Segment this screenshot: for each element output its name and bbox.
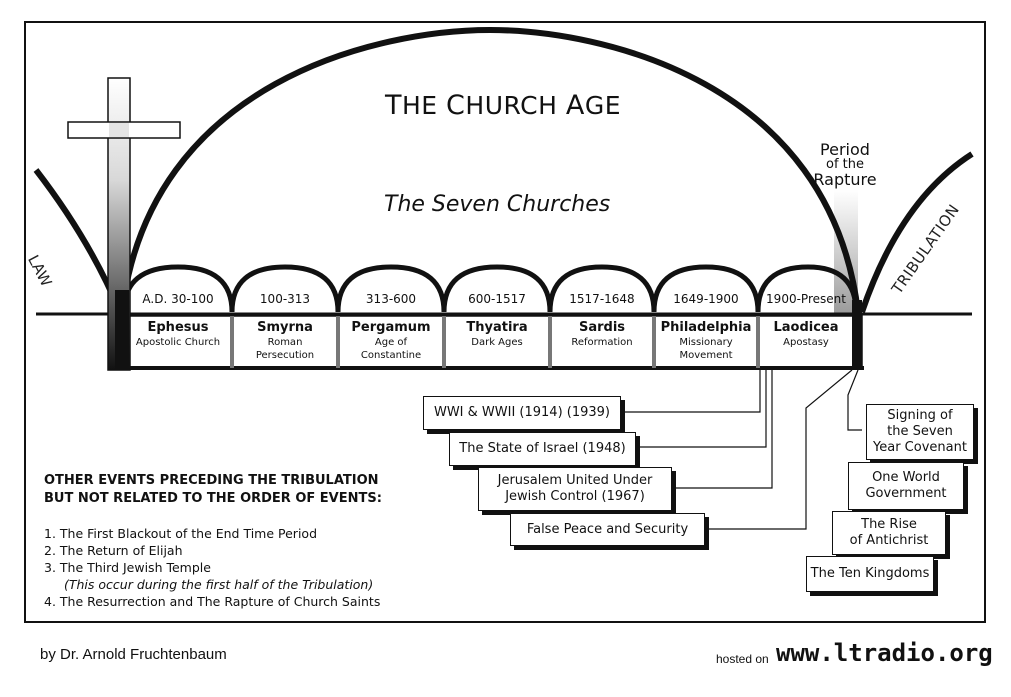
church-date: 313-600 bbox=[365, 292, 417, 306]
arch-7 bbox=[755, 264, 859, 313]
church-date: 1649-1900 bbox=[673, 292, 739, 306]
page-title: THE CHURCH AGE bbox=[385, 90, 621, 121]
list-item: 4. The Resurrection and The Rapture of C… bbox=[44, 594, 381, 609]
event-box-false-peace: False Peace and Security bbox=[510, 513, 705, 546]
church-date: 600-1517 bbox=[468, 292, 526, 306]
rapture-label: Period of the Rapture bbox=[813, 140, 877, 189]
event-box-ten-kingdoms: The Ten Kingdoms bbox=[806, 556, 934, 592]
list-item: 3. The Third Jewish Temple bbox=[44, 560, 211, 575]
cross-icon bbox=[67, 77, 181, 371]
arch-4 bbox=[441, 264, 553, 313]
event-box-state-of-israel: The State of Israel (1948) bbox=[449, 432, 636, 466]
church-age-arc bbox=[119, 26, 861, 313]
subtitle: The Seven Churches bbox=[384, 192, 611, 217]
arch-5 bbox=[547, 264, 657, 313]
church-band bbox=[119, 315, 863, 369]
church-date: 1900-Present bbox=[766, 292, 846, 306]
diagram-frame bbox=[24, 21, 986, 623]
hosted-label: hosted on bbox=[716, 652, 769, 666]
tribulation-arc bbox=[859, 151, 974, 313]
list-item-note: (This occur during the first half of the… bbox=[64, 577, 374, 592]
website-url: www.ltradio.org bbox=[776, 639, 993, 667]
church-band-shadow bbox=[120, 366, 864, 370]
church-date: A.D. 30-100 bbox=[142, 292, 214, 306]
event-box-world-wars: WWI & WWII (1914) (1939) bbox=[423, 396, 621, 430]
other-events-list: 1. The First Blackout of the End Time Pe… bbox=[44, 525, 380, 610]
church-date: 1517-1648 bbox=[569, 292, 635, 306]
author-credit: by Dr. Arnold Fruchtenbaum bbox=[40, 646, 227, 663]
arch-2 bbox=[229, 264, 341, 313]
arch-3 bbox=[335, 264, 447, 313]
church-date: 100-313 bbox=[259, 292, 311, 306]
other-events-heading: OTHER EVENTS PRECEDING THE TRIBULATION B… bbox=[44, 473, 382, 506]
arch-6 bbox=[651, 264, 761, 313]
list-item: 1. The First Blackout of the End Time Pe… bbox=[44, 526, 317, 541]
list-item: 2. The Return of Elijah bbox=[44, 543, 183, 558]
connector-lines bbox=[621, 369, 862, 530]
